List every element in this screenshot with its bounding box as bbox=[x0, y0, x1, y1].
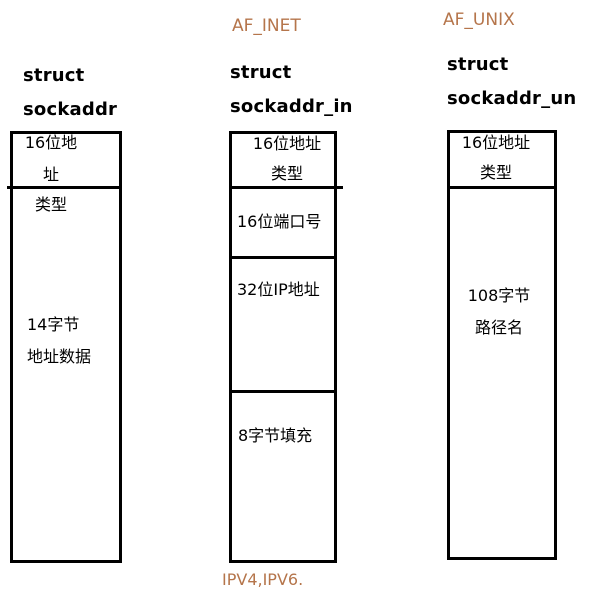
sockaddr-in-divider-3 bbox=[229, 390, 337, 393]
sockaddr-un-divider bbox=[447, 186, 557, 189]
af-inet-label: AF_INET bbox=[232, 16, 301, 36]
sockaddr-in-field-port: 16位端口号 bbox=[237, 206, 321, 238]
sockaddr-in-field-padding: 8字节填充 bbox=[238, 420, 312, 452]
sockaddr-un-title: struct sockaddr_un bbox=[447, 48, 576, 116]
sockaddr-un-box bbox=[447, 130, 557, 560]
sockaddr-title-line1: struct bbox=[23, 65, 85, 86]
sockaddr-in-title-line2: sockaddr_in bbox=[230, 96, 353, 117]
sockaddr-un-title-line2: sockaddr_un bbox=[447, 88, 577, 109]
sockaddr-in-field-addr-type-line2: 类型 bbox=[270, 164, 303, 183]
sockaddr-un-field-path-line2: 路径名 bbox=[474, 318, 523, 337]
sockaddr-in-field-port-line1: 16位端口号 bbox=[237, 212, 322, 231]
sockaddr-field-addr-data: 14字节 地址数据 bbox=[27, 309, 91, 373]
sockaddr-in-divider-2 bbox=[229, 256, 337, 259]
sockaddr-title: struct sockaddr bbox=[23, 59, 117, 127]
sockaddr-in-field-padding-line1: 8字节填充 bbox=[238, 426, 313, 445]
sockaddr-box bbox=[10, 131, 122, 563]
sockaddr-un-title-line1: struct bbox=[447, 54, 509, 75]
sockaddr-in-field-ip-line1: 32位IP地址 bbox=[237, 280, 320, 299]
sockaddr-field-addr-type: 16位地址 类型 bbox=[17, 127, 85, 219]
sockaddr-field-addr-type-line1: 16位地址 bbox=[24, 133, 78, 184]
sockaddr-un-field-addr-type: 16位地址 类型 bbox=[457, 127, 535, 187]
sockaddr-field-addr-data-line2: 地址数据 bbox=[27, 347, 92, 366]
sockaddr-field-addr-type-line2: 类型 bbox=[34, 195, 67, 214]
sockaddr-un-field-path-line1: 108字节 bbox=[467, 286, 531, 305]
sockaddr-in-title: struct sockaddr_in bbox=[230, 56, 353, 124]
sockaddr-un-field-addr-type-line1: 16位地址 bbox=[461, 133, 531, 152]
sockaddr-in-field-ip: 32位IP地址 bbox=[237, 274, 320, 306]
sockaddr-title-line2: sockaddr bbox=[23, 99, 118, 120]
sockaddr-divider bbox=[7, 186, 122, 189]
sockaddr-in-box bbox=[229, 131, 337, 563]
ip-versions-note: IPV4,IPV6. bbox=[222, 570, 304, 589]
sockaddr-un-field-addr-type-line2: 类型 bbox=[479, 163, 512, 182]
af-unix-label: AF_UNIX bbox=[443, 10, 515, 30]
sockaddr-in-field-addr-type-line1: 16位地址 bbox=[252, 134, 322, 153]
sockaddr-in-divider-1 bbox=[229, 186, 343, 189]
sockaddr-field-addr-data-line1: 14字节 bbox=[27, 315, 80, 334]
sockaddr-in-title-line1: struct bbox=[230, 62, 292, 83]
sockaddr-in-field-addr-type: 16位地址 类型 bbox=[247, 128, 327, 188]
sockaddr-un-field-path: 108字节 路径名 bbox=[463, 280, 535, 344]
